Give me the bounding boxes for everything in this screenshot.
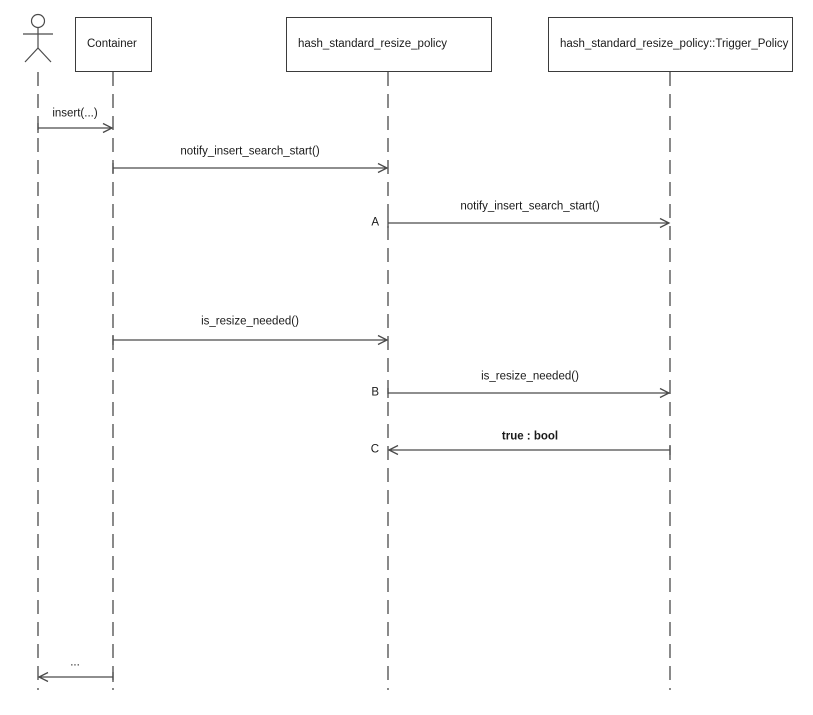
message-arrowhead xyxy=(377,334,389,346)
message-5 xyxy=(387,444,671,456)
message-label: notify_insert_search_start() xyxy=(180,145,320,158)
message-4 xyxy=(387,387,671,399)
message-label: true : bool xyxy=(501,430,559,443)
participant-label-policy: hash_standard_resize_policy xyxy=(298,37,447,50)
actor-stick-figure xyxy=(23,13,53,63)
message-label: notify_insert_search_start() xyxy=(460,200,600,213)
message-sequence-tag: C xyxy=(370,443,379,456)
message-0 xyxy=(37,122,114,134)
participant-label-container: Container xyxy=(87,37,137,50)
actor-leg-left xyxy=(24,47,39,63)
message-arrowhead xyxy=(37,671,49,683)
message-arrowhead xyxy=(377,162,389,174)
message-3 xyxy=(112,334,389,346)
message-label: insert(...) xyxy=(52,107,98,120)
message-arrowhead xyxy=(102,122,114,134)
message-label: is_resize_needed() xyxy=(481,370,579,383)
participant-box-container[interactable]: Container xyxy=(75,17,152,72)
message-arrowhead xyxy=(659,387,671,399)
message-2 xyxy=(387,217,671,229)
participant-box-trigger[interactable]: hash_standard_resize_policy::Trigger_Pol… xyxy=(548,17,793,72)
message-label: ... xyxy=(70,656,80,669)
message-label: is_resize_needed() xyxy=(201,315,299,328)
participant-label-trigger: hash_standard_resize_policy::Trigger_Pol… xyxy=(560,37,789,50)
message-arrowhead xyxy=(387,444,399,456)
message-6 xyxy=(37,671,114,683)
actor-leg-right xyxy=(37,47,52,63)
message-arrowhead xyxy=(659,217,671,229)
message-sequence-tag: B xyxy=(371,386,379,399)
message-sequence-tag: A xyxy=(371,216,379,229)
message-1 xyxy=(112,162,389,174)
actor-head xyxy=(30,13,46,29)
participant-box-policy[interactable]: hash_standard_resize_policy xyxy=(286,17,492,72)
